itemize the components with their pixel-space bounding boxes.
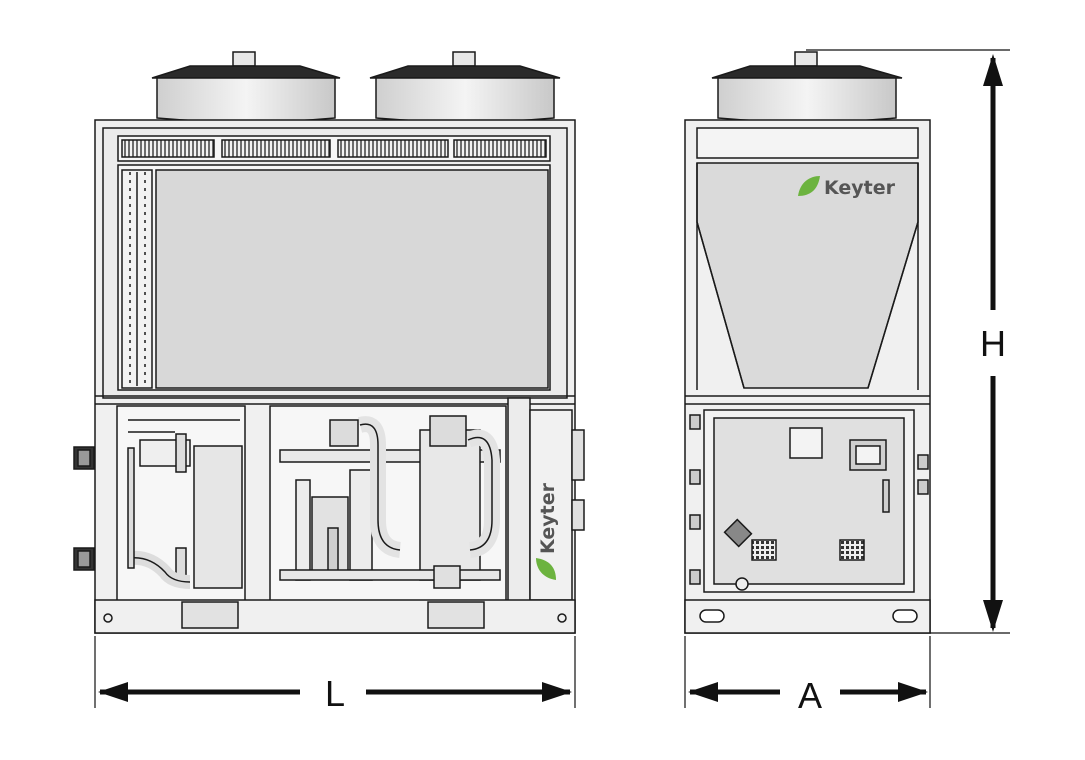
- dimension-lines: [94, 49, 1010, 708]
- front-fan-right: [369, 51, 561, 123]
- water-connection-lower: [73, 547, 95, 571]
- water-connection-upper: [73, 446, 95, 470]
- side-brand-logo: Keyter: [798, 176, 896, 199]
- width-label: A: [798, 675, 822, 716]
- front-brand-logo: Keyter: [536, 482, 559, 580]
- svg-text:Keyter: Keyter: [537, 482, 559, 554]
- length-dimension: L: [98, 673, 572, 714]
- panel-window: [789, 427, 823, 459]
- leaf-icon: [798, 176, 820, 196]
- width-dimension: A: [688, 675, 928, 716]
- front-view: [73, 51, 585, 634]
- leaf-icon: [536, 558, 556, 580]
- side-fan: [711, 51, 903, 123]
- front-control-box: [507, 397, 531, 633]
- side-base: [684, 599, 931, 634]
- svg-text:Keyter: Keyter: [824, 177, 896, 199]
- height-label: H: [980, 323, 1006, 364]
- front-fan-left: [151, 51, 341, 123]
- front-base: [94, 599, 576, 634]
- door-handle: [882, 479, 890, 513]
- length-label: L: [325, 673, 345, 714]
- height-dimension: H: [980, 54, 1006, 632]
- warning-label: [723, 518, 753, 548]
- side-view: [684, 51, 931, 634]
